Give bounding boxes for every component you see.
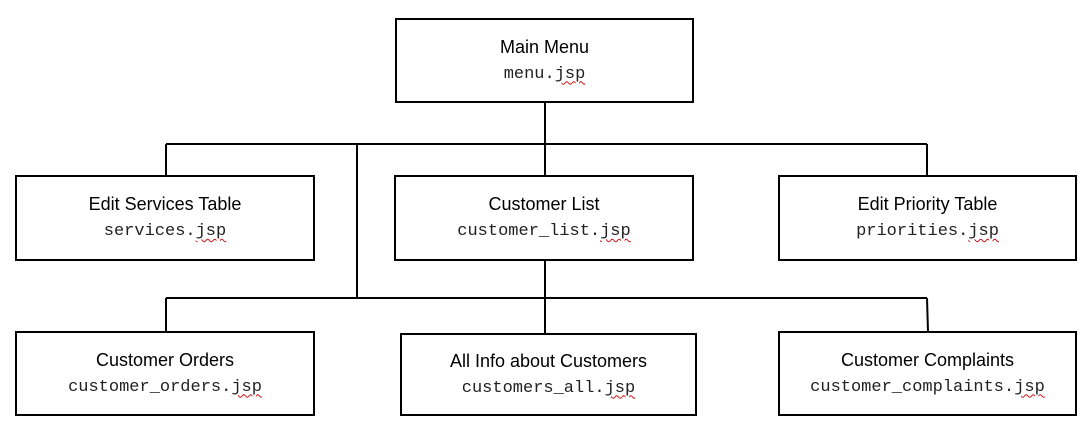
node-main-menu: Main Menu menu.jsp	[395, 18, 694, 103]
node-all-info-about-customers: All Info about Customers customers_all.j…	[400, 333, 697, 416]
node-filename: menu.jsp	[503, 64, 586, 84]
node-customer-list: Customer List customer_list.jsp	[394, 175, 694, 261]
node-filename: customer_complaints.jsp	[810, 377, 1045, 397]
connector-to-customer-complaints	[926, 297, 929, 333]
node-filename: customers_all.jsp	[461, 378, 636, 398]
node-edit-priority-table: Edit Priority Table priorities.jsp	[778, 175, 1077, 261]
node-customer-complaints: Customer Complaints customer_complaints.…	[778, 331, 1077, 416]
node-title: Customer Complaints	[840, 349, 1015, 370]
node-title: Main Menu	[499, 36, 590, 57]
node-filename: customer_orders.jsp	[68, 377, 262, 397]
node-customer-orders: Customer Orders customer_orders.jsp	[15, 331, 315, 416]
node-title: Customer List	[488, 194, 600, 214]
node-filename: priorities.jsp	[856, 222, 999, 241]
node-filename: services.jsp	[103, 222, 227, 241]
node-title: Customer Orders	[95, 349, 235, 370]
node-title: All Info about Customers	[449, 350, 648, 371]
node-title: Edit Priority Table	[857, 194, 998, 214]
node-title: Edit Services Table	[88, 194, 242, 214]
node-edit-services-table: Edit Services Table services.jsp	[15, 175, 315, 261]
node-filename: customer_list.jsp	[457, 222, 631, 241]
